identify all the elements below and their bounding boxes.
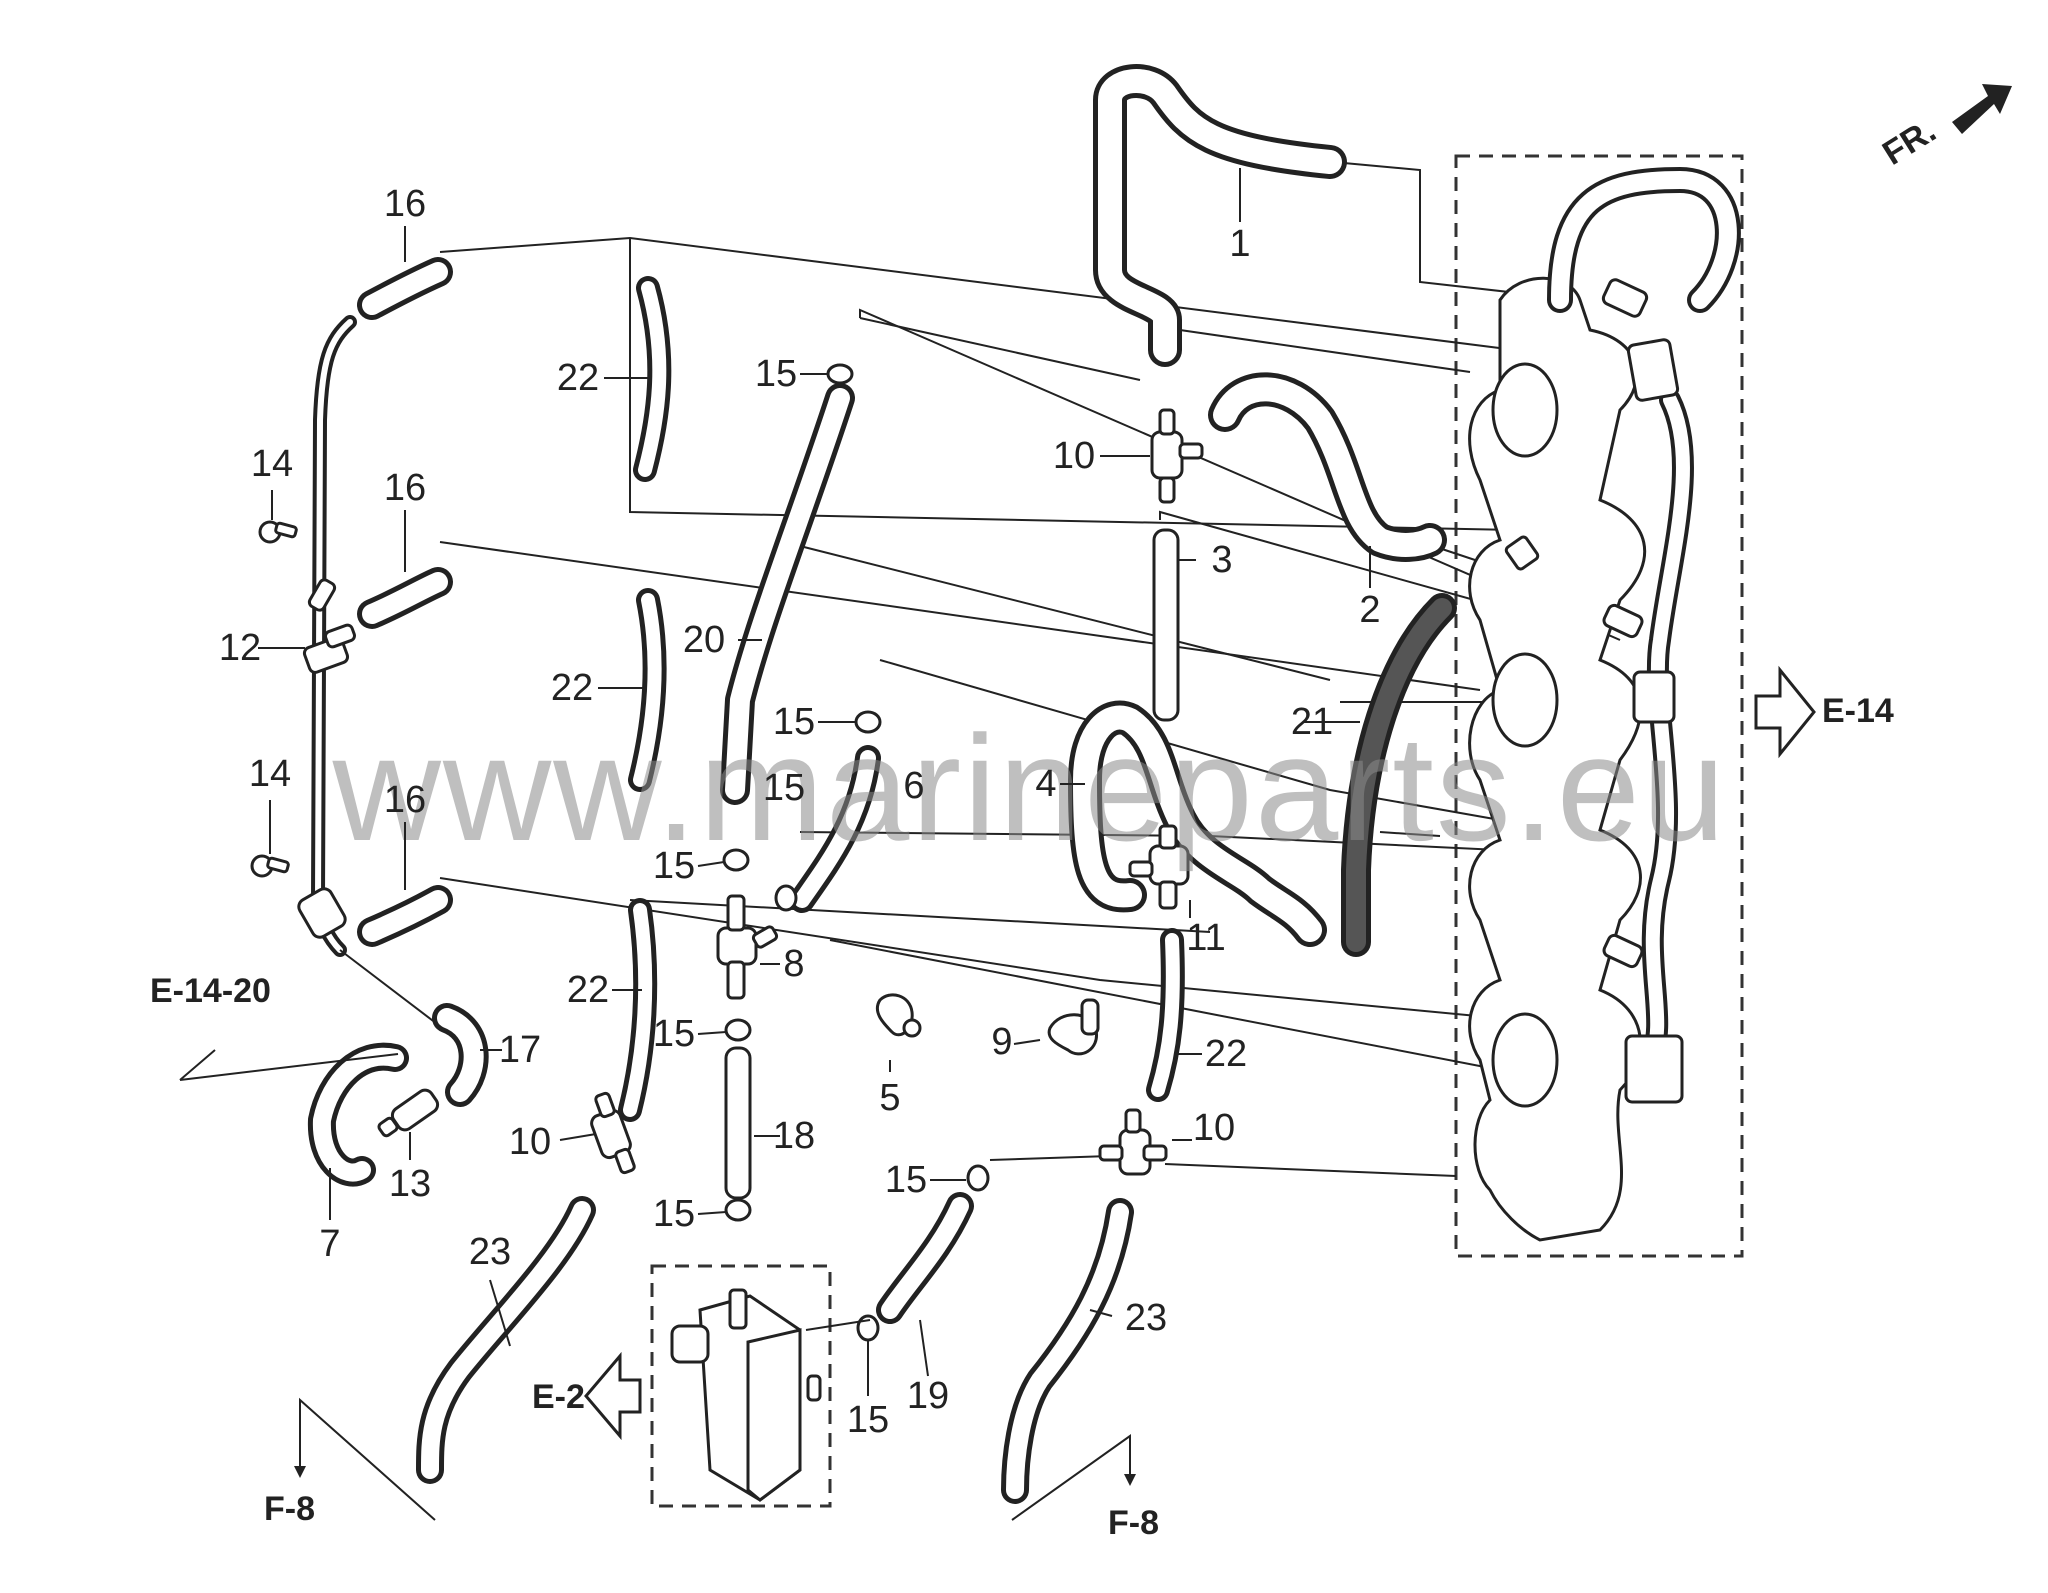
leader-lines	[439, 161, 1621, 1177]
callout-16-a: 16	[384, 183, 426, 225]
callout-22-d: 22	[1205, 1033, 1247, 1075]
three-way-joint-part-10-a	[1150, 408, 1204, 504]
hose-part-21	[1341, 593, 1457, 957]
joint-bottom-left	[297, 887, 347, 939]
clamp-part-15-e	[724, 1018, 752, 1042]
callout-7: 7	[319, 1223, 340, 1265]
clamp-part-15-f	[724, 1198, 752, 1222]
callout-13: 13	[389, 1163, 431, 1205]
callout-10-c: 10	[1193, 1107, 1235, 1149]
callout-2: 2	[1359, 589, 1380, 631]
callout-15-c: 15	[763, 767, 805, 809]
check-valve-part-13	[377, 1088, 440, 1138]
hose-part-2	[1208, 372, 1447, 562]
callout-9: 9	[991, 1021, 1012, 1063]
hose-part-6	[789, 745, 881, 913]
callout-18: 18	[773, 1115, 815, 1157]
hose-part-4	[1068, 700, 1327, 947]
clamp-part-15-a	[826, 363, 854, 385]
hose-part-22-a	[633, 276, 672, 482]
callout-23-b: 23	[1125, 1297, 1167, 1339]
ref-e2-label: E-2	[532, 1378, 585, 1416]
callout-10-b: 10	[509, 1121, 551, 1163]
clamp-part-15-d	[774, 884, 798, 912]
ref-e14-20-label: E-14-20	[150, 972, 271, 1010]
three-way-joint-part-11	[1128, 824, 1190, 910]
three-way-joint-part-10-c	[1098, 1108, 1168, 1176]
hose-part-23-a	[416, 1196, 596, 1484]
callout-22-a: 22	[557, 357, 599, 399]
three-way-joint-part-10-b	[590, 1091, 636, 1175]
callout-14-b: 14	[249, 753, 291, 795]
hose-part-22-c	[618, 898, 658, 1122]
fuel-filter	[670, 1288, 871, 1502]
hose-part-17	[432, 1003, 489, 1107]
ref-e14-label: E-14	[1822, 692, 1894, 730]
callout-15-g: 15	[885, 1159, 927, 1201]
hose-part-22-b	[628, 588, 667, 792]
clip-part-9	[1047, 998, 1100, 1056]
joint-part-12	[302, 578, 356, 674]
hose-part-16-c	[357, 885, 453, 947]
hose-part-18	[724, 1046, 752, 1200]
callout-22-c: 22	[567, 969, 609, 1011]
three-way-joint-part-8	[716, 894, 779, 1000]
arrow-f8-right-icon	[1011, 1434, 1136, 1521]
hose-part-20	[720, 383, 855, 805]
callout-15-h: 15	[847, 1399, 889, 1441]
hose-part-16-b	[357, 567, 453, 629]
callout-1: 1	[1229, 223, 1250, 265]
ref-front-label: FR.	[1876, 112, 1943, 173]
clip-part-5	[875, 993, 922, 1038]
hose-part-1	[1093, 64, 1347, 367]
callout-15-f: 15	[653, 1193, 695, 1235]
callout-12: 12	[219, 627, 261, 669]
clamp-part-15-c	[722, 848, 750, 872]
callout-15-b: 15	[773, 701, 815, 743]
callout-5: 5	[879, 1077, 900, 1119]
arrow-f8-left-icon	[294, 1397, 436, 1521]
ref-f8-left-label: F-8	[264, 1490, 315, 1528]
callout-17: 17	[499, 1029, 541, 1071]
hose-part-3	[1152, 528, 1180, 722]
callout-15-e: 15	[653, 1013, 695, 1055]
filter-group-box	[650, 1264, 832, 1508]
callout-11: 11	[1186, 917, 1225, 959]
callout-21: 21	[1291, 701, 1333, 743]
engine-group-box	[1454, 154, 1744, 1258]
callout-15-a: 15	[755, 353, 797, 395]
bolt-part-14-b	[250, 854, 290, 878]
callout-22-b: 22	[551, 667, 593, 709]
engine-cylinder-head	[1468, 167, 1741, 1242]
callout-20: 20	[683, 619, 725, 661]
ref-f8-right-label: F-8	[1108, 1504, 1159, 1542]
bolt-part-14-a	[258, 520, 298, 544]
callout-numbers: 1 2 3 4 5 6 7 8 9 10 10 10 11 12 13 14 1…	[219, 183, 1381, 1441]
callout-leaders	[258, 168, 1371, 1396]
hose-part-22-d	[1146, 928, 1185, 1102]
callout-16-c: 16	[384, 779, 426, 821]
clamp-part-15-g	[966, 1164, 990, 1192]
front-direction-arrow-icon	[1952, 84, 2012, 134]
arrow-e2-icon	[584, 1351, 642, 1441]
callout-19: 19	[907, 1375, 949, 1417]
callout-3: 3	[1211, 539, 1232, 581]
arrow-e14-icon	[1754, 665, 1816, 759]
callout-15-d: 15	[653, 845, 695, 887]
callout-14-a: 14	[251, 443, 293, 485]
callout-16-b: 16	[384, 467, 426, 509]
hose-part-19	[876, 1192, 974, 1324]
callout-4: 4	[1035, 763, 1056, 805]
arrow-e14-20-icon	[179, 1049, 399, 1081]
callout-8: 8	[783, 943, 804, 985]
callout-10-a: 10	[1053, 435, 1095, 477]
callout-23-a: 23	[469, 1231, 511, 1273]
watermark: www.marineparts.eu	[332, 704, 1728, 872]
hose-part-23-b	[1001, 1198, 1134, 1504]
hose-part-16-a	[357, 257, 453, 320]
callout-6: 6	[903, 765, 924, 807]
hose-part-7	[307, 1042, 409, 1187]
